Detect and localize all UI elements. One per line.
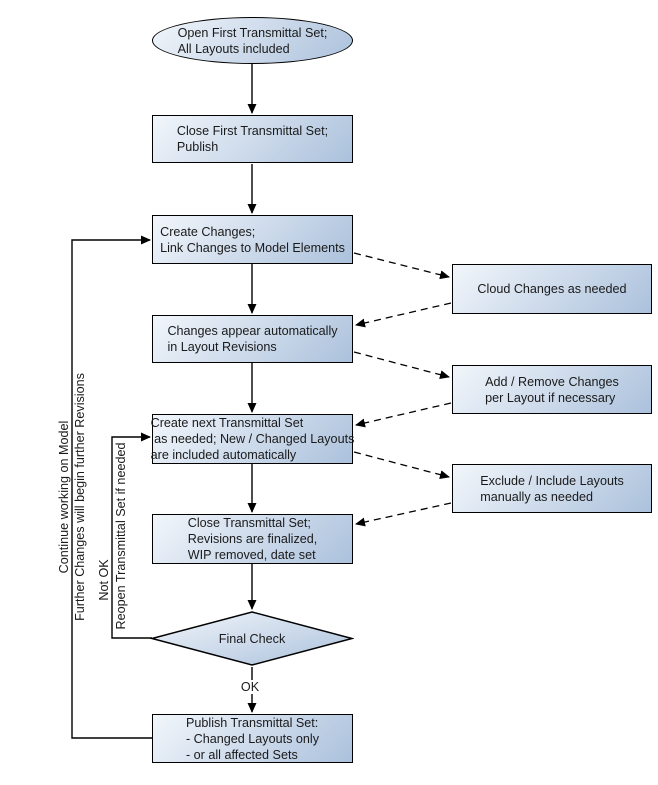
node-close-transmittal-set: Close Transmittal Set;Revisions are fina… (152, 514, 353, 564)
node-final-check: Final Check (149, 610, 355, 667)
node-cloud-changes-label: Cloud Changes as needed (477, 282, 627, 296)
node-start: Open First Transmittal Set;All Layouts i… (152, 17, 353, 64)
final-check-diamond-shape (149, 611, 355, 666)
dashed-changes-appear-to-add-remove (353, 351, 450, 380)
edge-label-further-changes: Further Changes will begin further Revis… (73, 373, 87, 621)
dashed-cloud-to-changes-appear (355, 302, 452, 328)
edge-label-ok: OK (238, 680, 262, 694)
dashed-exclude-to-close-set (355, 502, 452, 527)
node-start-label: Open First Transmittal Set;All Layouts i… (177, 25, 328, 56)
edge-label-reopen: Reopen Transmittal Set if needed (114, 442, 128, 630)
loop-outer-publish-to-create-changes (71, 235, 152, 739)
node-create-next-label: Create next Transmittal Set as needed; N… (150, 416, 355, 462)
node-close-first-transmittal-set: Close First Transmittal Set;Publish (152, 115, 353, 163)
edge-label-continue-working: Continue working on Model (57, 420, 71, 574)
node-publish-label: Publish Transmittal Set:- Changed Layout… (185, 715, 320, 762)
node-create-next-transmittal-set: Create next Transmittal Set as needed; N… (150, 414, 355, 464)
node-publish-transmittal-set: Publish Transmittal Set:- Changed Layout… (152, 714, 353, 763)
node-final-check-label: Final Check (218, 631, 286, 646)
node-cloud-changes: Cloud Changes as needed (452, 264, 652, 314)
dashed-create-changes-to-cloud (353, 252, 450, 280)
node-close-first-label: Close First Transmittal Set;Publish (176, 124, 329, 154)
node-create-changes: Create Changes;Link Changes to Model Ele… (152, 215, 353, 264)
dashed-add-remove-to-create-next (355, 402, 452, 428)
node-create-changes-label: Create Changes;Link Changes to Model Ele… (160, 224, 345, 255)
dashed-create-next-to-exclude (353, 451, 450, 480)
edge-label-not-ok: Not OK (97, 559, 111, 601)
node-close-set-label: Close Transmittal Set;Revisions are fina… (187, 516, 318, 562)
loop-inner-final-check-to-create-next (111, 432, 152, 639)
